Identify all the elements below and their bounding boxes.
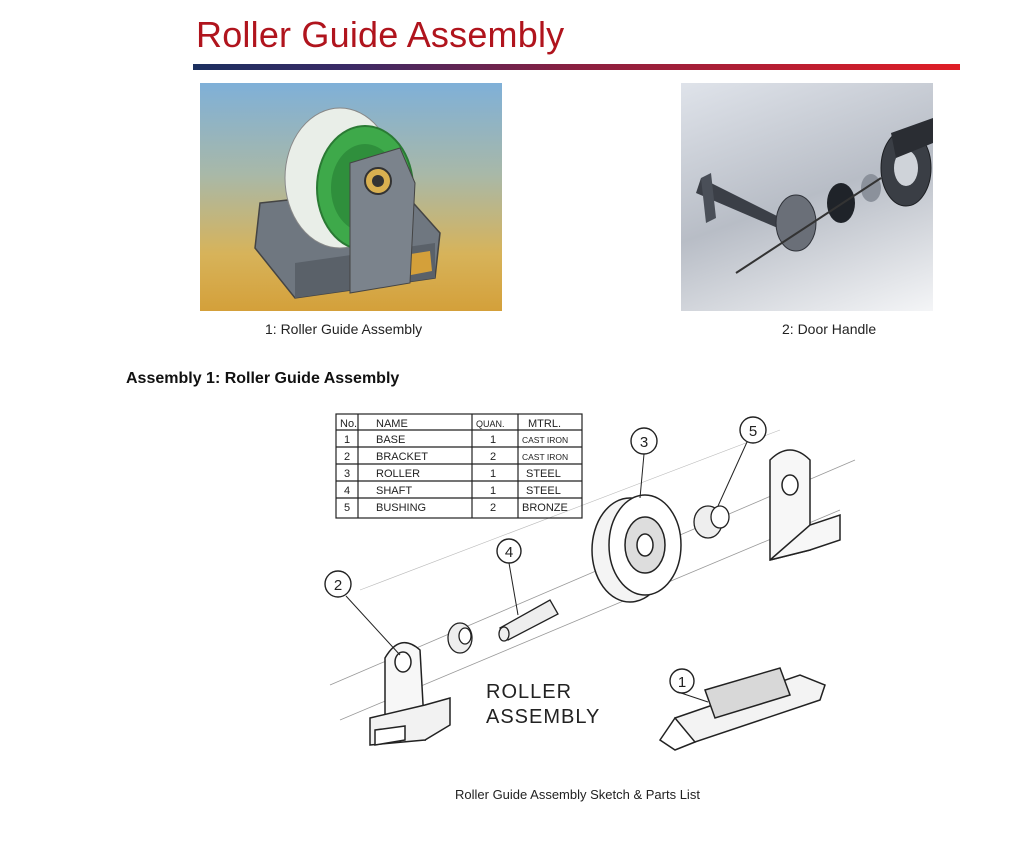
right-bracket-drawing — [769, 449, 841, 561]
title-underline-rule — [193, 64, 960, 70]
table-cell: 1 — [490, 485, 496, 497]
table-header-no: No. — [340, 418, 357, 430]
table-cell: CAST IRON — [522, 435, 568, 445]
roller-assembly-sketch: No. NAME QUAN. MTRL. 1 BASE 1 CAST IRON … — [300, 400, 860, 780]
table-cell: BRONZE — [522, 502, 568, 514]
callout-label: 2 — [334, 577, 342, 594]
table-cell: BUSHING — [376, 502, 426, 514]
table-cell: SHAFT — [376, 485, 412, 497]
table-cell: 2 — [490, 502, 496, 514]
table-cell: STEEL — [526, 485, 561, 497]
callout-label: 1 — [678, 674, 686, 691]
callout-label: 5 — [749, 423, 757, 440]
table-header-mtrl: MTRL. — [528, 418, 561, 430]
sketch-label-line-2: ASSEMBLY — [486, 706, 600, 728]
roller-guide-render-image — [200, 83, 502, 311]
table-cell: 1 — [344, 434, 350, 446]
bushing-drawing — [693, 505, 730, 539]
table-cell: 1 — [490, 468, 496, 480]
table-cell: BRACKET — [376, 451, 428, 463]
table-cell: 3 — [344, 468, 350, 480]
figure-1-caption: 1: Roller Guide Assembly — [265, 321, 423, 337]
table-cell: 2 — [344, 451, 350, 463]
shaft-drawing — [498, 599, 559, 642]
table-cell: STEEL — [526, 468, 561, 480]
door-handle-render-image — [681, 83, 933, 311]
table-cell: CAST IRON — [522, 452, 568, 462]
sketch-caption: Roller Guide Assembly Sketch & Parts Lis… — [455, 787, 700, 802]
callout-label: 4 — [505, 544, 513, 561]
table-header-name: NAME — [376, 418, 408, 430]
base-drawing — [658, 667, 826, 751]
section-heading: Assembly 1: Roller Guide Assembly — [126, 370, 400, 387]
callout-label: 3 — [640, 434, 648, 451]
table-header-quan: QUAN. — [476, 419, 505, 429]
table-cell: ROLLER — [376, 468, 420, 480]
left-bracket-drawing — [369, 641, 451, 746]
table-cell: 1 — [490, 434, 496, 446]
page-title: Roller Guide Assembly — [196, 14, 565, 55]
left-bushing-drawing — [447, 622, 473, 654]
roller-drawing — [591, 494, 682, 603]
figure-2-caption: 2: Door Handle — [782, 321, 877, 337]
sketch-label-line-1: ROLLER — [486, 681, 572, 703]
table-cell: BASE — [376, 434, 405, 446]
table-cell: 2 — [490, 451, 496, 463]
table-cell: 5 — [344, 502, 350, 514]
parts-list-table — [335, 413, 583, 519]
table-cell: 4 — [344, 485, 350, 497]
